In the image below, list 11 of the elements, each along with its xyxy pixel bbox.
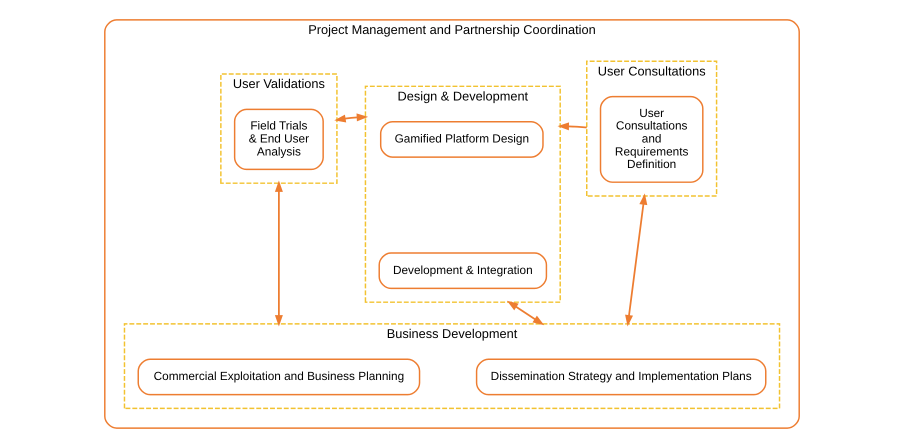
- arrow: [334, 113, 368, 122]
- node-box: Field Trials & End User Analysis: [233, 108, 324, 170]
- node-box: Dissemination Strategy and Implementation Plans: [475, 358, 766, 396]
- node-box: User Consultations and Requirements Definition: [599, 96, 704, 183]
- arrow: [506, 300, 544, 326]
- arrow: [274, 180, 282, 326]
- node-box: Commercial Exploitation and Business Planning: [137, 358, 420, 396]
- node-box: Development & Integration: [378, 252, 547, 290]
- node-box: Gamified Platform Design: [379, 120, 544, 158]
- arrow: [624, 193, 647, 326]
- arrow: [557, 122, 586, 130]
